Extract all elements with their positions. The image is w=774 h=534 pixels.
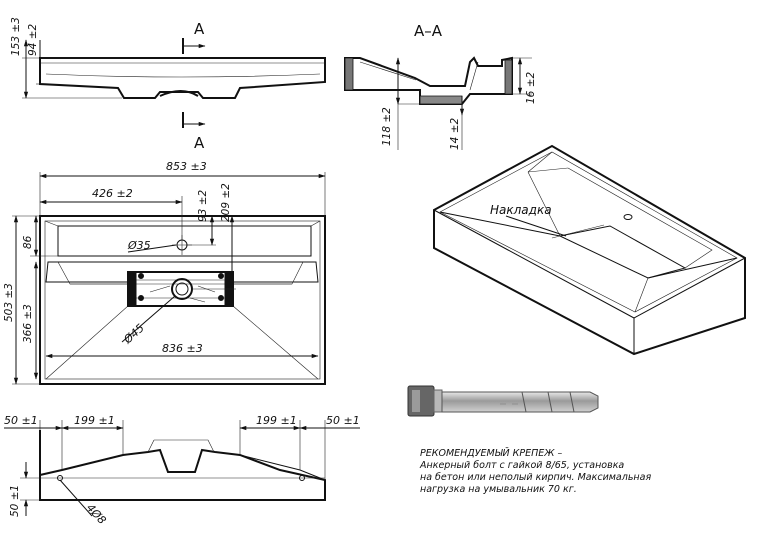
dim-edge-right: 50 ±1: [326, 414, 360, 427]
plan-view: [12, 172, 326, 385]
isometric-view: [433, 144, 746, 356]
note-line-2: на бетон или неполый кирпич. Максимальна…: [420, 472, 651, 483]
section-title: A–A: [414, 22, 443, 40]
dim-hole-y: 93 ±2: [197, 190, 209, 222]
dim-bowl-depth: 366 ±3: [22, 304, 34, 343]
cut-label-bottom: A: [194, 134, 205, 152]
anchor-bolt-image: [407, 385, 599, 417]
note-line-3: нагрузка на умывальник 70 кг.: [420, 484, 577, 495]
dim-section-rim: 16 ±2: [525, 72, 537, 104]
dim-tap-hole: Ø35: [127, 239, 151, 252]
dim-bracket-left: 199 ±1: [74, 414, 115, 427]
dim-bracket-right: 199 ±1: [256, 414, 297, 427]
dim-width: 853 ±3: [166, 160, 207, 173]
front-elevation: [22, 38, 326, 128]
dim-drain-hole: Ø45: [121, 321, 147, 346]
dim-drain-y: 209 ±2: [220, 183, 232, 222]
dim-section-bottom: 14 ±2: [449, 118, 461, 150]
note-title: РЕКОМЕНДУЕМЫЙ КРЕПЕЖ –: [420, 447, 562, 459]
dim-rim-height: 94 ±2: [27, 24, 39, 56]
dim-hole-x: 426 ±2: [92, 187, 133, 200]
dim-shelf-depth: 86: [22, 235, 34, 249]
note-line-1: Анкерный болт с гайкой 8/65, установка: [419, 460, 624, 471]
section-a-a: [344, 56, 532, 150]
dim-overall-height: 153 ±3: [10, 17, 22, 56]
rear-view: [4, 420, 360, 517]
cut-label-top: A: [194, 20, 205, 38]
dim-inner-width: 836 ±3: [162, 342, 203, 355]
dim-depth: 503 ±3: [3, 283, 15, 322]
dim-mount-holes: 4Ø8: [84, 501, 109, 527]
dim-edge-left: 50 ±1: [4, 414, 38, 427]
dim-section-depth: 118 ±2: [381, 107, 393, 146]
dim-edge-bottom: 50 ±1: [9, 485, 21, 517]
callout-overlay: Накладка: [490, 203, 552, 217]
